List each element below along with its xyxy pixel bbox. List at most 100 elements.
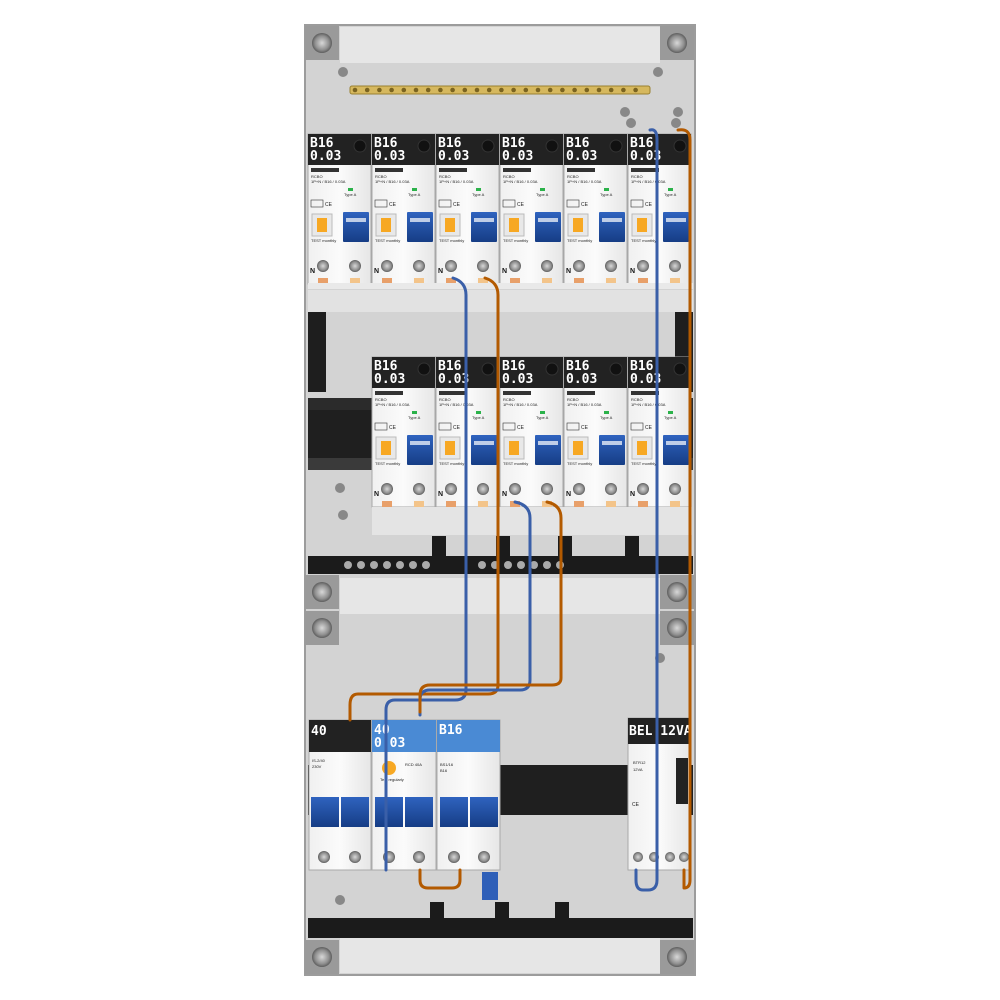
fixing-hole bbox=[626, 118, 636, 128]
rcbo-handle[interactable] bbox=[535, 435, 561, 465]
rcbo-model: RCBO bbox=[439, 397, 451, 402]
rcbo-type: Type A bbox=[536, 192, 549, 197]
main-switch-label: 40 bbox=[311, 724, 327, 739]
rcbo-test-text: TEST monthly bbox=[311, 238, 336, 243]
rcbo-test-button[interactable] bbox=[509, 441, 519, 455]
mcb-handle-1[interactable] bbox=[440, 797, 468, 827]
busbar-terminal bbox=[450, 87, 455, 93]
terminal-screw[interactable] bbox=[413, 260, 425, 272]
mcb-handle-2[interactable] bbox=[470, 797, 498, 827]
fixing-hole bbox=[338, 510, 348, 520]
rcbo-model: RCBO bbox=[503, 174, 515, 179]
rcbo-handle[interactable] bbox=[407, 435, 433, 465]
rcbo-test-button[interactable] bbox=[637, 441, 647, 455]
fixing-hole bbox=[673, 107, 683, 117]
rcbo-model: RCBO bbox=[631, 397, 643, 402]
rcbo-handle[interactable] bbox=[471, 435, 497, 465]
terminal-screw[interactable] bbox=[573, 260, 585, 272]
terminal-screw[interactable] bbox=[445, 483, 457, 495]
busbar-terminal bbox=[572, 87, 577, 93]
mounting-screw[interactable] bbox=[667, 618, 687, 638]
rcbo-spec: 1P+N / B16 / 0.03A bbox=[631, 179, 666, 184]
mounting-screw[interactable] bbox=[312, 947, 332, 967]
rcbo-test-button[interactable] bbox=[381, 218, 391, 232]
mounting-screw[interactable] bbox=[312, 582, 332, 602]
terminal-screw[interactable] bbox=[317, 260, 329, 272]
rcd-40a[interactable]: 40 0.03 Test regularly RCD 40A bbox=[371, 719, 437, 871]
rcbo-handle[interactable] bbox=[663, 212, 689, 242]
mounting-screw[interactable] bbox=[667, 947, 687, 967]
mounting-screw[interactable] bbox=[312, 618, 332, 638]
rcbo-handle[interactable] bbox=[471, 212, 497, 242]
terminal-screw[interactable] bbox=[605, 260, 617, 272]
rcbo-test-button[interactable] bbox=[445, 441, 455, 455]
terminal-screw[interactable] bbox=[349, 260, 361, 272]
rcbo-test-button[interactable] bbox=[637, 218, 647, 232]
rcbo-neutral-label: N bbox=[438, 491, 443, 498]
terminal-screw[interactable] bbox=[541, 483, 553, 495]
terminal-screw[interactable] bbox=[605, 483, 617, 495]
terminal-screw[interactable] bbox=[381, 483, 393, 495]
rcbo-ce-mark: CE bbox=[389, 425, 397, 431]
rcbo-test-text: TEST monthly bbox=[375, 461, 400, 466]
terminal-screw[interactable] bbox=[669, 483, 681, 495]
mounting-screw[interactable] bbox=[667, 33, 687, 53]
rcbo-neutral-label: N bbox=[374, 268, 379, 275]
terminal-screw[interactable] bbox=[637, 260, 649, 272]
terminal-screw[interactable] bbox=[637, 483, 649, 495]
fixing-hole bbox=[335, 483, 345, 493]
rcd-handle-1[interactable] bbox=[375, 797, 403, 827]
rcd-test-button[interactable] bbox=[382, 761, 396, 775]
rcd-test-text: Test regularly bbox=[380, 777, 404, 782]
terminal-screw[interactable] bbox=[413, 483, 425, 495]
mounting-screw[interactable] bbox=[312, 33, 332, 53]
bell-transformer[interactable]: BEL 12VA BTR12 12VA CE bbox=[627, 717, 692, 871]
rcd-handle-2[interactable] bbox=[405, 797, 433, 827]
mcb-b16[interactable]: B16 BS1/16 B16 bbox=[436, 719, 501, 900]
wire-link-bottom bbox=[418, 868, 462, 890]
rcbo-handle[interactable] bbox=[407, 212, 433, 242]
rcbo-rating-label: B16 bbox=[374, 136, 398, 151]
rcbo-type: Type A bbox=[664, 415, 677, 420]
busbar-terminal bbox=[389, 87, 394, 93]
mounting-screw[interactable] bbox=[667, 582, 687, 602]
main-switch-handle-2[interactable] bbox=[341, 797, 369, 827]
rcbo-test-button[interactable] bbox=[445, 218, 455, 232]
terminal-screw[interactable] bbox=[509, 260, 521, 272]
rcbo-neutral-label: N bbox=[630, 491, 635, 498]
rcbo-model: RCBO bbox=[503, 397, 515, 402]
rcbo-model: RCBO bbox=[631, 174, 643, 179]
terminal-screw[interactable] bbox=[477, 260, 489, 272]
main-switch[interactable]: 40 IS-2/40 230V bbox=[308, 719, 372, 871]
rcbo-rating-label: B16 bbox=[566, 136, 590, 151]
rcbo-handle[interactable] bbox=[599, 435, 625, 465]
terminal-screw[interactable] bbox=[541, 260, 553, 272]
rcbo-handle[interactable] bbox=[343, 212, 369, 242]
terminal-screw[interactable] bbox=[669, 260, 681, 272]
rcbo-test-button[interactable] bbox=[509, 218, 519, 232]
rcbo-test-button[interactable] bbox=[573, 441, 583, 455]
rcbo-handle[interactable] bbox=[535, 212, 561, 242]
terminal-screw[interactable] bbox=[381, 260, 393, 272]
rcbo-test-button[interactable] bbox=[573, 218, 583, 232]
terminal-screw[interactable] bbox=[477, 483, 489, 495]
main-switch-handle-1[interactable] bbox=[311, 797, 339, 827]
rcbo-test-button[interactable] bbox=[381, 441, 391, 455]
rcbo-test-button[interactable] bbox=[317, 218, 327, 232]
rcbo-handle[interactable] bbox=[663, 435, 689, 465]
terminal-screw[interactable] bbox=[445, 260, 457, 272]
terminal-screw[interactable] bbox=[509, 483, 521, 495]
rcbo-handle[interactable] bbox=[599, 212, 625, 242]
rcbo-test-text: TEST monthly bbox=[503, 461, 528, 466]
terminal-screw[interactable] bbox=[573, 483, 585, 495]
